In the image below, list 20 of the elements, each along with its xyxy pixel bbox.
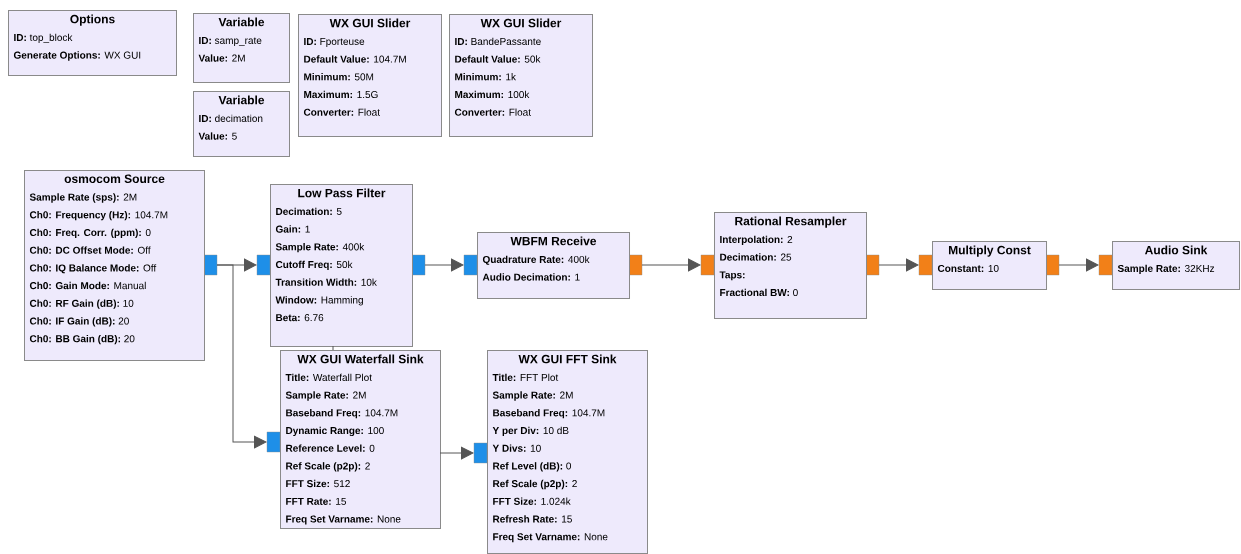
block-box: WBFM Receive Quadrature Rate: 400k Audio Decimation: 1 [477,232,630,299]
block-box: Audio Sink Sample Rate: 32KHz [1112,241,1240,290]
connector [332,345,334,351]
connector [1058,258,1099,272]
block-box: WX GUI Slider ID: BandePassante Default Value: 50k Minimum: 1k Maximum: 100k Converter: Float [449,14,593,137]
connector [641,258,701,272]
block-box: Multiply Const Constant: 10 [932,241,1047,290]
block-box: Options ID: top_block Generate Options: WX GUI [8,10,177,76]
connector [439,446,474,460]
block-box: WX GUI Slider ID: Fporteuse Default Value: 104.7M Minimum: 50M Maximum: 1.5G Converter: Float [298,14,442,137]
block-box: WX GUI Waterfall Sink Title: Waterfall Plot Sample Rate: 2M Baseband Freq: 104.7M Dynamic Range: 100 Reference Level: 0 Ref Scale (p2p): 2 FFT Size: 512 FFT Rate: 15 Freq Set Varname: None [280,350,441,529]
block-box: Rational Resampler Interpolation: 2 Decimation: 25 Taps: Fractional BW: 0 [714,212,867,319]
block-box: Low Pass Filter Decimation: 5 Gain: 1 Sample Rate: 400k Cutoff Freq: 50k Transition Width: 10k Window: Hamming Beta: 6.76 [270,184,413,347]
block-box: WX GUI FFT Sink Title: FFT Plot Sample Rate: 2M Baseband Freq: 104.7M Y per Div: 10 dB Y Divs: 10 Ref Level (dB): 0 Ref Scale (p2p): 2 FFT Size: 1.024k Refresh Rate: 15 Freq Set Varname: None [487,350,648,554]
connector [216,264,267,449]
block-box: Variable ID: samp_rate Value: 2M [193,13,290,83]
block-box: osmocom Source Sample Rate (sps): 2M Ch0: Frequency (Hz): 104.7M Ch0: Freq. Corr. (ppm): 0 Ch0: DC Offset Mode: Off Ch0: IQ Balance Mode: Off Ch0: Gain Mode: Manual Ch0: RF Gain (dB): 10 Ch0: IF Gain (dB): 20 Ch0: BB Gain (dB): 20 [24,170,205,361]
block-box: Variable ID: decimation Value: 5 [193,91,290,157]
connector [878,258,919,272]
connector [424,258,464,272]
